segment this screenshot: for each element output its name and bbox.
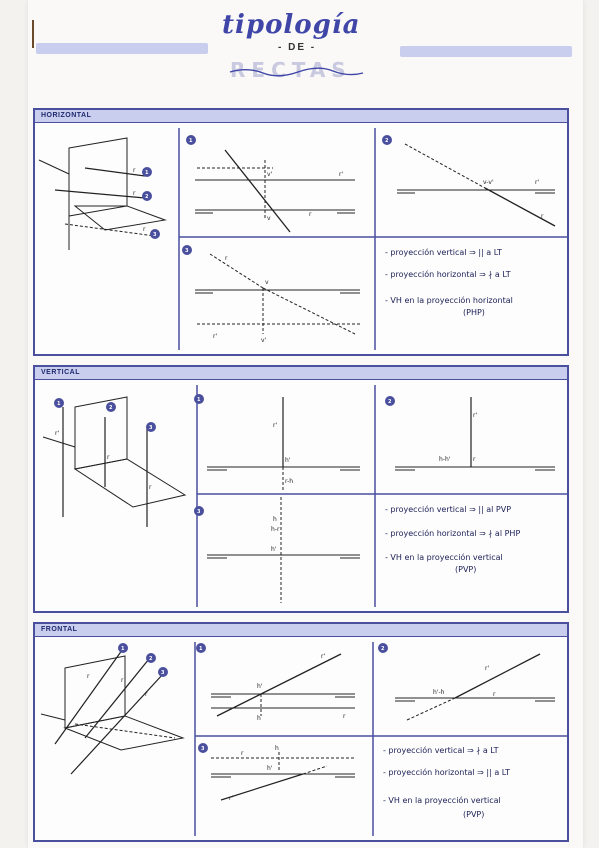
svg-text:1: 1: [57, 401, 61, 407]
label-r-3: r: [143, 226, 146, 233]
label-r-2: r: [133, 190, 136, 197]
note-3: - VH en la proyección vertical: [385, 553, 503, 562]
header-band-left: [36, 43, 208, 54]
marker-1: 1: [145, 170, 149, 176]
note-4: (PHP): [463, 308, 485, 317]
section-horizontal: HORIZONTAL 1 2 3 r r r 1 v' r' v r 2: [33, 108, 569, 356]
svg-text:h: h: [257, 715, 261, 722]
note-4: (PVP): [463, 810, 485, 819]
horizontal-diagrams: 1 2 3 r r r 1 v' r' v r 2 v-v' r' r 3: [38, 128, 567, 350]
svg-text:3: 3: [201, 746, 205, 752]
note-1: - proyección vertical ⇒ || al PVP: [385, 505, 512, 514]
svg-text:h': h': [257, 683, 263, 690]
svg-text:h': h': [267, 765, 273, 772]
svg-text:2: 2: [385, 138, 389, 144]
svg-text:r: r: [225, 255, 228, 262]
svg-text:r: r: [343, 713, 346, 720]
svg-text:r': r': [473, 412, 477, 419]
svg-text:r: r: [541, 213, 544, 220]
note-1: - proyección vertical ⇒ || a LT: [385, 248, 502, 257]
title-connector: - DE -: [278, 42, 317, 53]
svg-text:h-r: h-r: [271, 526, 280, 533]
svg-text:1: 1: [189, 138, 193, 144]
binder-mark: [32, 20, 34, 48]
svg-text:r': r': [55, 430, 59, 437]
svg-text:3: 3: [197, 509, 201, 515]
svg-text:3: 3: [185, 248, 189, 254]
section-frontal: FRONTAL 1 2 3 r r r 1 r' h' h r 2: [33, 622, 569, 842]
page-header: tipología - DE - RECTAS: [0, 0, 599, 100]
frontal-diagrams: 1 2 3 r r r 1 r' h' h r 2 h'-h r' r 3: [40, 642, 567, 836]
page-title: tipología: [222, 10, 361, 40]
svg-text:2: 2: [388, 399, 392, 405]
svg-text:r: r: [493, 691, 496, 698]
svg-text:1: 1: [121, 646, 125, 652]
svg-text:r': r': [321, 653, 325, 660]
svg-text:h-h': h-h': [439, 456, 451, 463]
subtitle-scribble: [229, 67, 364, 77]
svg-text:v': v': [261, 337, 267, 344]
svg-text:r: r: [107, 454, 110, 461]
svg-text:1: 1: [197, 397, 201, 403]
svg-text:v': v': [267, 171, 273, 178]
svg-text:r: r: [241, 750, 244, 757]
svg-text:r': r': [229, 795, 233, 802]
svg-text:2: 2: [381, 646, 385, 652]
svg-text:r': r': [535, 179, 539, 186]
svg-text:v: v: [265, 279, 269, 286]
svg-text:r-h: r-h: [285, 478, 293, 485]
svg-text:h: h: [275, 745, 279, 752]
svg-text:r: r: [149, 484, 152, 491]
svg-text:r: r: [309, 211, 312, 218]
section-vertical: VERTICAL 1 2 3 r' r r 1 r' h' r-h 2 r: [33, 365, 569, 613]
svg-text:v: v: [267, 215, 271, 222]
note-2: - proyección horizontal ⇒ ∤ al PHP: [385, 529, 521, 538]
svg-text:3: 3: [149, 425, 153, 431]
marker-3: 3: [153, 232, 157, 238]
note-1: - proyección vertical ⇒ ∤ a LT: [383, 746, 499, 755]
svg-text:r: r: [87, 673, 90, 680]
svg-text:v-v': v-v': [483, 179, 494, 186]
svg-text:h: h: [273, 516, 277, 523]
vertical-diagrams: 1 2 3 r' r r 1 r' h' r-h 2 r' h-h' r 3 h…: [42, 385, 567, 607]
note-2: - proyección horizontal ⇒ || a LT: [383, 768, 511, 777]
svg-text:r: r: [473, 456, 476, 463]
svg-text:3: 3: [161, 670, 165, 676]
note-2: - proyección horizontal ⇒ ∤ a LT: [385, 270, 511, 279]
svg-text:r': r': [339, 171, 343, 178]
svg-text:1: 1: [199, 646, 203, 652]
svg-text:h'-h: h'-h: [433, 689, 445, 696]
svg-text:r': r': [213, 333, 217, 340]
section-label: HORIZONTAL: [35, 110, 567, 123]
svg-text:h': h': [271, 546, 277, 553]
svg-text:h': h': [285, 457, 291, 464]
svg-text:r: r: [121, 677, 124, 684]
note-3: - VH en la proyección horizontal: [385, 296, 513, 305]
svg-text:2: 2: [109, 405, 113, 411]
svg-text:r': r': [485, 665, 489, 672]
svg-text:r: r: [145, 691, 148, 698]
header-band-right: [400, 46, 572, 57]
marker-2: 2: [145, 194, 149, 200]
section-label: VERTICAL: [35, 367, 567, 380]
note-4: (PVP): [455, 565, 477, 574]
svg-text:2: 2: [149, 656, 153, 662]
svg-text:r': r': [273, 422, 277, 429]
label-r-1: r: [133, 167, 136, 174]
note-3: - VH en la proyección vertical: [383, 796, 501, 805]
section-label: FRONTAL: [35, 624, 567, 637]
